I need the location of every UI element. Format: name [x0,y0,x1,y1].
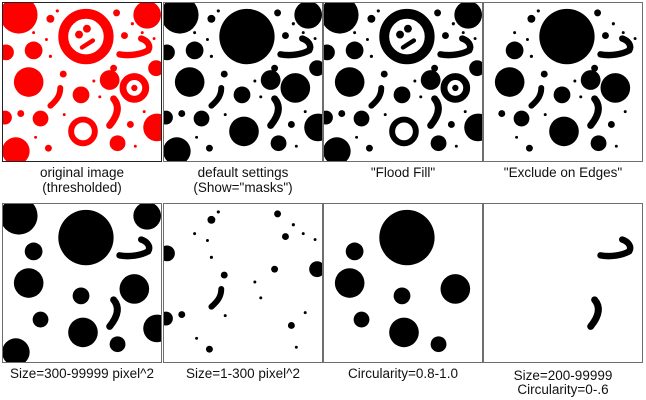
caption-line: Size=200-99999 [513,368,613,383]
panel-exclude-edges [483,2,643,162]
caption-default: default settings(Show="masks") [162,165,324,195]
caption-line: "Exclude on Edges" [503,165,623,180]
caption-line: default settings [197,165,289,180]
caption-size-large: Size=300-99999 pixel^2 [1,366,163,381]
blob-image [334,209,471,353]
caption-floodfill: "Flood Fill" [322,165,484,180]
caption-line: Size=1-300 pixel^2 [185,366,301,381]
caption-original: original image(thresholded) [1,165,163,195]
caption-circularity: Circularity=0.8-1.0 [322,366,484,381]
blob-image [164,3,322,161]
panel-default [163,2,323,162]
caption-line: "Flood Fill" [370,165,436,180]
blob-image [324,3,482,161]
caption-line: (thresholded) [42,180,122,195]
blob-image [494,8,637,152]
panel-floodfill [323,2,483,162]
caption-line: Size=300-99999 pixel^2 [9,366,155,381]
panel-circularity [323,203,483,363]
blob-image [3,3,161,161]
caption-line: Circularity=0.8-1.0 [348,366,458,381]
panel-size-small [163,203,323,363]
caption-line: Circularity=0-.6 [517,382,609,397]
panel-size-large [2,203,162,363]
panel-original [2,2,162,162]
caption-line: (Show="masks") [193,180,293,195]
caption-line: original image [39,165,125,180]
blob-image [587,236,634,330]
blob-image [164,210,322,353]
caption-size-small: Size=1-300 pixel^2 [162,366,324,381]
caption-exclude-edges: "Exclude on Edges" [482,165,644,180]
blob-image [3,204,161,362]
panel-size-circ [483,203,643,363]
